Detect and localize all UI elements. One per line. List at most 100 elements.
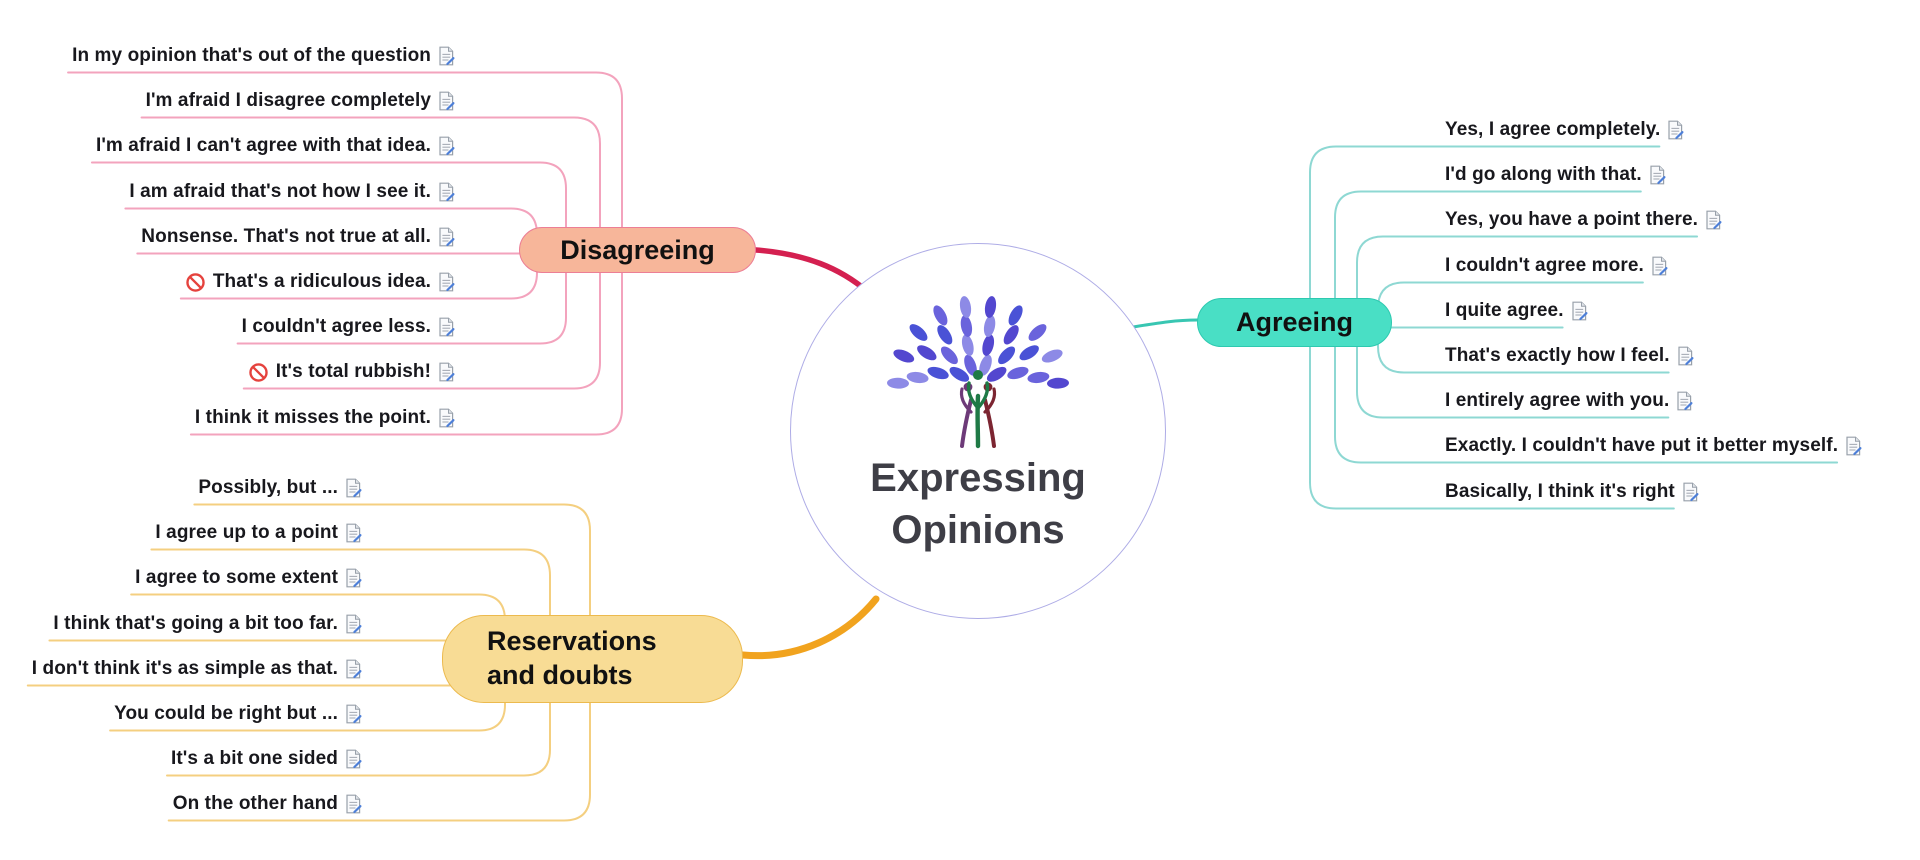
- mindmap-item[interactable]: Basically, I think it's right: [1445, 476, 1699, 508]
- mindmap-item[interactable]: It's a bit one sided: [171, 743, 362, 775]
- branch-label-line2: and doubts: [487, 660, 633, 690]
- tree-trunk-figures: [959, 370, 997, 449]
- mindmap-item[interactable]: In my opinion that's out of the question: [72, 40, 455, 72]
- root-link: [739, 595, 880, 660]
- central-topic-node[interactable]: Expressing Opinions: [790, 243, 1166, 619]
- branch-curve: [189, 249, 623, 436]
- branch-curve: [1309, 321, 1675, 510]
- mindmap-item[interactable]: I agree to some extent: [135, 562, 362, 594]
- mindmap-item[interactable]: On the other hand: [173, 788, 362, 820]
- tree-canopy: [887, 296, 1069, 389]
- mindmap-item[interactable]: Yes, I agree completely.: [1445, 114, 1684, 146]
- branch-curve: [242, 249, 601, 390]
- branch-node-reservations[interactable]: Reservations and doubts: [442, 615, 743, 703]
- item-text: Nonsense. That's not true at all.: [141, 225, 431, 247]
- item-text: You could be right but ...: [114, 703, 338, 724]
- branch-curve: [166, 658, 551, 777]
- note-icon[interactable]: [438, 91, 455, 111]
- note-icon[interactable]: [438, 46, 455, 66]
- note-icon[interactable]: [438, 272, 455, 292]
- mindmap-item[interactable]: I quite agree.: [1445, 295, 1588, 327]
- note-icon[interactable]: [345, 478, 362, 498]
- branch-curve: [90, 161, 567, 251]
- mindmap-item[interactable]: Nonsense. That's not true at all.: [141, 221, 455, 253]
- item-text: On the other hand: [172, 793, 338, 815]
- mindmap-item[interactable]: I couldn't agree more.: [1445, 250, 1668, 282]
- branch-node-agreeing[interactable]: Agreeing: [1197, 298, 1392, 347]
- item-text: I'm afraid I can't agree with that idea.: [95, 135, 431, 157]
- item-text: Yes, I agree completely.: [1445, 119, 1661, 140]
- note-icon[interactable]: [438, 317, 455, 337]
- branch-curve: [109, 658, 506, 732]
- item-text: Yes, you have a point there.: [1445, 209, 1699, 231]
- note-icon[interactable]: [1682, 482, 1699, 502]
- mindmap-item[interactable]: I'm afraid I can't agree with that idea.: [96, 130, 455, 162]
- central-topic-title: Expressing Opinions: [870, 452, 1086, 556]
- item-text: I don't think it's as simple as that.: [31, 657, 338, 679]
- branch-curve: [1356, 321, 1670, 419]
- mindmap-item[interactable]: I think it misses the point.: [195, 402, 455, 434]
- note-icon[interactable]: [345, 749, 362, 769]
- mindmap-item[interactable]: I'd go along with that.: [1445, 159, 1666, 191]
- branch-curve: [140, 116, 601, 251]
- branch-node-disagreeing[interactable]: Disagreeing: [519, 227, 756, 273]
- note-icon[interactable]: [438, 182, 455, 202]
- mindmap-item[interactable]: Yes, you have a point there.: [1445, 204, 1722, 236]
- item-text: I agree to some extent: [135, 567, 338, 589]
- note-icon[interactable]: [438, 227, 455, 247]
- mindmap-item[interactable]: It's total rubbish!: [248, 356, 455, 388]
- note-icon[interactable]: [1667, 120, 1684, 140]
- item-text: I think that's going a bit too far.: [53, 612, 338, 634]
- note-icon[interactable]: [345, 568, 362, 588]
- note-icon[interactable]: [345, 704, 362, 724]
- note-icon[interactable]: [438, 136, 455, 156]
- mindmap-item[interactable]: I am afraid that's not how I see it.: [129, 176, 455, 208]
- note-icon[interactable]: [345, 794, 362, 814]
- mindmap-item[interactable]: I don't think it's as simple as that.: [32, 653, 362, 685]
- note-icon[interactable]: [438, 408, 455, 428]
- branch-curve: [167, 658, 591, 822]
- note-icon[interactable]: [438, 362, 455, 382]
- item-text: That's exactly how I feel.: [1445, 345, 1670, 366]
- central-title-line1: Expressing: [870, 456, 1086, 500]
- note-icon[interactable]: [345, 614, 362, 634]
- mindmap-item[interactable]: Possibly, but ...: [198, 472, 362, 504]
- item-text: Possibly, but ...: [198, 477, 338, 498]
- item-text: I agree up to a point: [155, 522, 338, 544]
- item-text: I entirely agree with you.: [1445, 390, 1670, 412]
- prohibit-icon: [186, 272, 205, 292]
- root-link: [1131, 318, 1199, 329]
- mindmap-item[interactable]: You could be right but ...: [114, 698, 362, 730]
- branch-label: Disagreeing: [560, 234, 715, 265]
- note-icon[interactable]: [1651, 256, 1668, 276]
- branch-curve: [1377, 321, 1670, 374]
- branch-curve: [1334, 321, 1839, 464]
- mindmap-item[interactable]: That's exactly how I feel.: [1445, 340, 1694, 372]
- mindmap-item[interactable]: I think that's going a bit too far.: [53, 608, 362, 640]
- note-icon[interactable]: [1677, 346, 1694, 366]
- note-icon[interactable]: [1676, 391, 1693, 411]
- note-icon[interactable]: [1705, 210, 1722, 230]
- note-icon[interactable]: [1649, 165, 1666, 185]
- prohibit-icon: [249, 363, 268, 382]
- item-text: I quite agree.: [1445, 299, 1564, 321]
- mindmap-item[interactable]: I'm afraid I disagree completely: [146, 85, 455, 117]
- branch-label: Agreeing: [1235, 307, 1354, 337]
- mindmap-item[interactable]: Exactly. I couldn't have put it better m…: [1445, 430, 1862, 462]
- note-icon[interactable]: [1845, 436, 1862, 456]
- note-icon[interactable]: [1571, 301, 1588, 321]
- mindmap-item[interactable]: I entirely agree with you.: [1445, 385, 1693, 417]
- item-text: It's total rubbish!: [275, 361, 431, 383]
- note-icon[interactable]: [345, 659, 362, 679]
- item-text: I'd go along with that.: [1445, 164, 1642, 186]
- mindmap-item[interactable]: I agree up to a point: [155, 517, 362, 549]
- note-icon[interactable]: [345, 523, 362, 543]
- item-text: That's a ridiculous idea.: [212, 271, 431, 292]
- item-text: I couldn't agree less.: [241, 316, 431, 338]
- branch-curve: [1356, 235, 1699, 323]
- branch-label-line1: Reservations: [487, 626, 657, 657]
- mindmap-item[interactable]: I couldn't agree less.: [242, 311, 455, 343]
- tree-people-logo-icon: [887, 296, 1069, 449]
- mindmap-item[interactable]: That's a ridiculous idea.: [185, 266, 455, 298]
